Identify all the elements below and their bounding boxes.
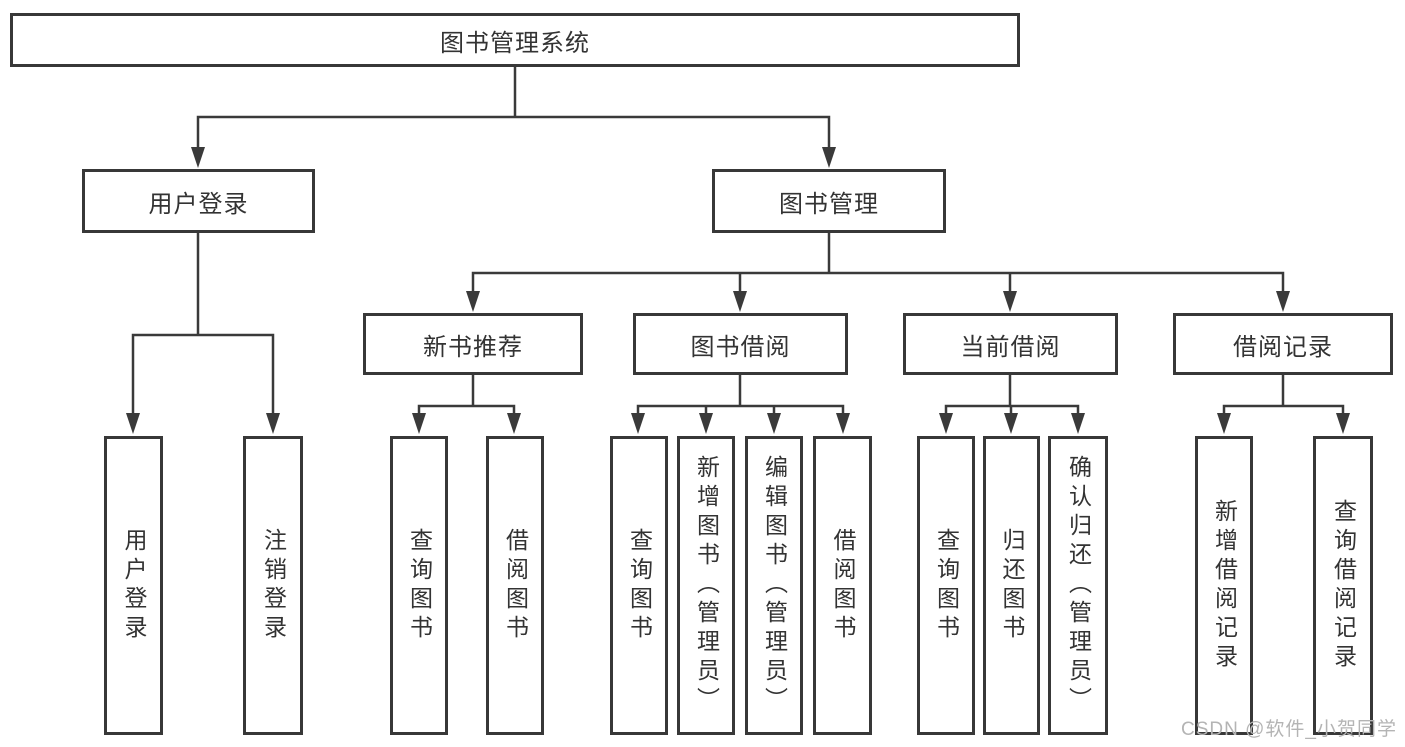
leaf-label: 确认归还（管理员）: [1065, 455, 1092, 716]
arrowhead: [631, 413, 645, 434]
leaf-label: 用户登录: [121, 527, 147, 644]
leaf-label: 借阅图书: [502, 527, 529, 644]
leaf-add-borrow-record: 新增借阅记录: [1195, 436, 1253, 735]
leaf-query-borrow-record: 查询借阅记录: [1313, 436, 1373, 735]
leaf-user-login: 用户登录: [104, 436, 163, 735]
leaf-query-book-3: 查询图书: [917, 436, 975, 735]
arrowhead: [1004, 413, 1018, 434]
leaf-return-book: 归还图书: [983, 436, 1040, 735]
arrowhead: [822, 147, 836, 168]
leaf-label: 借阅图书: [830, 527, 856, 644]
leaf-borrow-book-1: 借阅图书: [486, 436, 544, 735]
node-user-login: 用户登录: [82, 169, 315, 233]
arrowhead: [767, 413, 781, 434]
node-book-borrowing: 图书借阅: [633, 313, 848, 375]
leaf-label: 归还图书: [999, 527, 1025, 644]
node-current-borrowing: 当前借阅: [903, 313, 1118, 375]
arrowhead: [1336, 413, 1350, 434]
arrowhead: [191, 147, 205, 168]
arrowhead: [1276, 291, 1290, 312]
edge-book-borrowing-children: [636, 375, 845, 414]
leaf-logout: 注销登录: [243, 436, 303, 735]
node-new-book-recommend: 新书推荐: [363, 313, 583, 375]
arrowhead: [412, 413, 426, 434]
arrowhead: [1217, 413, 1231, 434]
edge-book-mgmt-children: [471, 233, 1285, 293]
arrowhead: [836, 413, 850, 434]
node-borrowing-records: 借阅记录: [1173, 313, 1393, 375]
arrowhead: [1003, 291, 1017, 312]
leaf-edit-book-admin: 编辑图书（管理员）: [745, 436, 803, 735]
leaf-label: 新增图书（管理员）: [693, 455, 720, 716]
node-book-management: 图书管理: [712, 169, 946, 233]
arrowhead: [699, 413, 713, 434]
edge-root-to-level2: [196, 67, 831, 150]
leaf-label: 查询图书: [933, 527, 960, 644]
leaf-label: 编辑图书（管理员）: [761, 455, 788, 716]
leaf-borrow-book-2: 借阅图书: [813, 436, 872, 735]
edge-current-borrowing-children: [944, 375, 1080, 414]
arrowhead: [266, 413, 280, 434]
arrowhead: [507, 413, 521, 434]
arrowhead: [939, 413, 953, 434]
edge-borrowing-records-children: [1222, 375, 1345, 414]
leaf-label: 查询借阅记录: [1330, 498, 1357, 673]
arrowhead: [466, 291, 480, 312]
leaf-label: 新增借阅记录: [1211, 498, 1238, 673]
leaf-query-book-1: 查询图书: [390, 436, 448, 735]
leaf-label: 查询图书: [406, 527, 433, 644]
leaf-label: 查询图书: [626, 527, 653, 644]
arrowhead: [126, 413, 140, 434]
arrowhead: [733, 291, 747, 312]
node-library-management-system: 图书管理系统: [10, 13, 1020, 67]
leaf-label: 注销登录: [260, 527, 287, 644]
leaf-query-book-2: 查询图书: [610, 436, 668, 735]
leaf-confirm-return-admin: 确认归还（管理员）: [1048, 436, 1108, 735]
leaf-add-book-admin: 新增图书（管理员）: [677, 436, 735, 735]
csdn-watermark: CSDN @软件_小贺同学: [1181, 719, 1397, 740]
edge-new-book-children: [417, 375, 516, 414]
edge-user-login-children: [131, 233, 275, 415]
arrowhead: [1071, 413, 1085, 434]
